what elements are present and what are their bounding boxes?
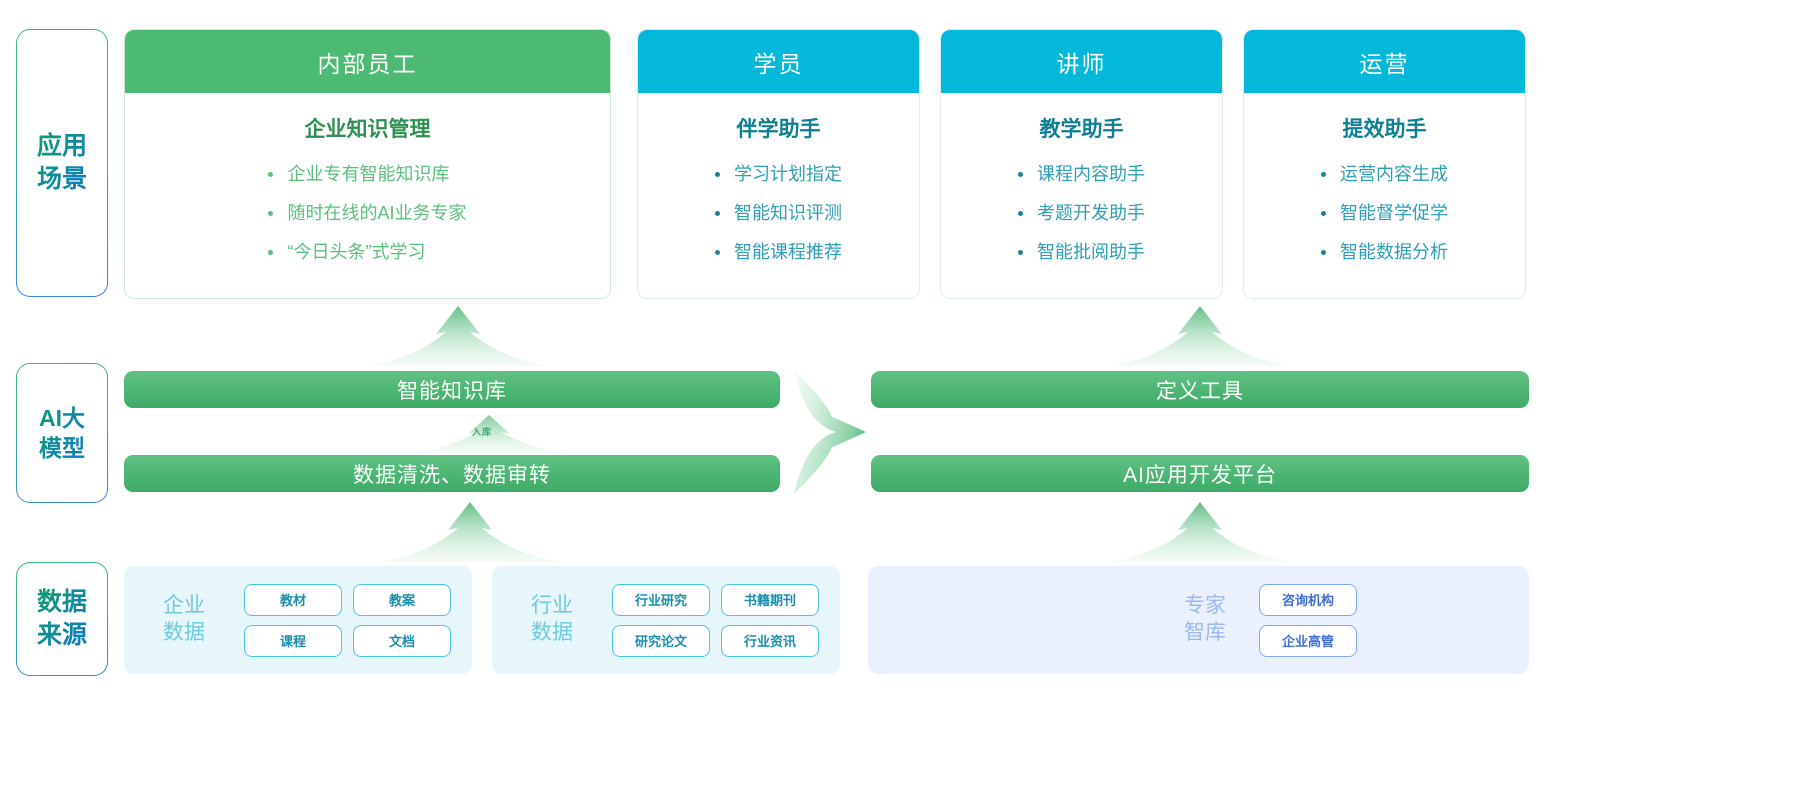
pipeline-bar-define-tools[interactable]: 定义工具 bbox=[871, 371, 1529, 408]
arrow-ingest-label: 入库 bbox=[472, 427, 493, 437]
data-source-panel-enterprise: 企业 数据 教材 教案 课程 文档 bbox=[124, 566, 472, 674]
data-source-chip-group: 教材 教案 课程 文档 bbox=[244, 583, 451, 657]
data-source-chip-group: 咨询机构 企业高管 bbox=[1259, 583, 1357, 657]
bullet-dot-icon bbox=[268, 249, 274, 255]
scenario-card-bullet-list: 课程内容助手 考题开发助手 智能批阅助手 bbox=[1018, 164, 1145, 281]
bullet-dot-icon bbox=[1321, 211, 1326, 217]
data-chip[interactable]: 书籍期刊 bbox=[721, 583, 819, 616]
data-chip[interactable]: 教案 bbox=[353, 583, 451, 616]
list-item-label: 学习计划指定 bbox=[734, 164, 842, 184]
list-item: 考题开发助手 bbox=[1018, 202, 1145, 224]
scenario-card-bullet-list: 学习计划指定 智能知识评测 智能课程推荐 bbox=[715, 164, 842, 281]
scenario-card-internal-staff[interactable]: 内部员工 企业知识管理 企业专有智能知识库 随时在线的AI业务专家 “今日头条”… bbox=[124, 29, 611, 299]
list-item: 智能督学促学 bbox=[1321, 202, 1448, 224]
bullet-dot-icon bbox=[715, 172, 720, 178]
data-source-panel-industry: 行业 数据 行业研究 书籍期刊 研究论文 行业资讯 bbox=[492, 566, 840, 674]
data-chip[interactable]: 文档 bbox=[353, 624, 451, 657]
arrow-up-to-scenarios-right bbox=[1110, 306, 1290, 366]
scenario-card-header: 讲师 bbox=[941, 30, 1222, 93]
list-item: 智能知识评测 bbox=[715, 202, 842, 224]
data-source-panel-expert: 专家 智库 咨询机构 企业高管 bbox=[868, 566, 1529, 674]
list-item-label: 课程内容助手 bbox=[1037, 164, 1145, 184]
scenario-card-header: 内部员工 bbox=[125, 30, 610, 93]
data-source-group-label: 专家 智库 bbox=[1184, 594, 1226, 644]
list-item: 智能批阅助手 bbox=[1018, 241, 1145, 263]
list-item-label: “今日头条”式学习 bbox=[287, 241, 426, 262]
bullet-dot-icon bbox=[1018, 211, 1023, 217]
data-chip[interactable]: 研究论文 bbox=[612, 624, 710, 657]
bullet-dot-icon bbox=[1321, 172, 1326, 178]
list-item: 企业专有智能知识库 bbox=[268, 164, 466, 185]
bullet-dot-icon bbox=[715, 211, 720, 217]
scenario-card-operations[interactable]: 运营 提效助手 运营内容生成 智能督学促学 智能数据分析 bbox=[1243, 29, 1526, 299]
list-item-label: 智能督学促学 bbox=[1340, 202, 1448, 223]
data-source-chip-group: 行业研究 书籍期刊 研究论文 行业资讯 bbox=[612, 583, 819, 657]
scenario-card-title: 教学助手 bbox=[1039, 118, 1124, 141]
list-item-label: 智能课程推荐 bbox=[734, 241, 842, 262]
scenario-card-title: 企业知识管理 bbox=[304, 118, 431, 141]
list-item: 智能数据分析 bbox=[1321, 241, 1448, 263]
pipeline-bar-knowledge-base[interactable]: 智能知识库 bbox=[124, 371, 780, 408]
bullet-dot-icon bbox=[268, 211, 274, 217]
data-chip[interactable]: 教材 bbox=[244, 583, 342, 616]
bullet-dot-icon bbox=[268, 172, 274, 178]
scenario-card-header: 运营 bbox=[1244, 30, 1525, 93]
scenario-card-header: 学员 bbox=[638, 30, 919, 93]
list-item-label: 考题开发助手 bbox=[1037, 202, 1145, 223]
scenario-card-title: 伴学助手 bbox=[736, 118, 821, 141]
bullet-dot-icon bbox=[1018, 249, 1023, 255]
list-item: 运营内容生成 bbox=[1321, 164, 1448, 185]
list-item: 随时在线的AI业务专家 bbox=[268, 202, 467, 224]
list-item-label: 运营内容生成 bbox=[1340, 164, 1448, 184]
rail-application-scenario: 应用 场景 bbox=[16, 29, 108, 297]
data-chip[interactable]: 企业高管 bbox=[1259, 624, 1357, 657]
list-item: 课程内容助手 bbox=[1018, 164, 1145, 185]
scenario-card-bullet-list: 运营内容生成 智能督学促学 智能数据分析 bbox=[1321, 164, 1448, 281]
data-chip[interactable]: 课程 bbox=[244, 624, 342, 657]
data-source-group-label: 企业 数据 bbox=[163, 594, 205, 644]
list-item-label: 智能数据分析 bbox=[1340, 241, 1448, 262]
data-chip[interactable]: 咨询机构 bbox=[1259, 583, 1357, 616]
list-item-label: 智能知识评测 bbox=[734, 202, 842, 223]
scenario-card-title: 提效助手 bbox=[1342, 118, 1427, 141]
list-item-label: 智能批阅助手 bbox=[1037, 241, 1145, 262]
scenario-card-instructor[interactable]: 讲师 教学助手 课程内容助手 考题开发助手 智能批阅助手 bbox=[940, 29, 1223, 299]
bullet-dot-icon bbox=[1321, 249, 1326, 255]
data-source-group-label: 行业 数据 bbox=[531, 594, 573, 644]
rail-application-scenario-label: 应用 场景 bbox=[37, 130, 87, 196]
list-item: “今日头条”式学习 bbox=[268, 241, 466, 263]
list-item: 学习计划指定 bbox=[715, 164, 842, 185]
data-chip[interactable]: 行业研究 bbox=[612, 583, 710, 616]
scenario-card-bullet-list: 企业专有智能知识库 随时在线的AI业务专家 “今日头条”式学习 bbox=[268, 164, 467, 281]
rail-data-source-label: 数据 来源 bbox=[37, 586, 87, 652]
bullet-dot-icon bbox=[715, 249, 720, 255]
arrow-right-connector bbox=[794, 370, 866, 494]
data-chip[interactable]: 行业资讯 bbox=[721, 624, 819, 657]
bullet-dot-icon bbox=[1018, 172, 1023, 178]
pipeline-bar-data-cleaning[interactable]: 数据清洗、数据审转 bbox=[124, 455, 780, 492]
rail-data-source: 数据 来源 bbox=[16, 562, 108, 676]
rail-ai-model: AI大 模型 bbox=[16, 363, 108, 503]
arrow-up-from-enterprise-data bbox=[380, 502, 560, 562]
list-item-label: 随时在线的AI业务专家 bbox=[287, 202, 467, 223]
arrow-up-from-industry-data bbox=[1110, 502, 1290, 562]
arrow-up-to-scenarios-left bbox=[368, 306, 548, 366]
list-item: 智能课程推荐 bbox=[715, 241, 842, 263]
list-item-label: 企业专有智能知识库 bbox=[287, 164, 450, 184]
scenario-card-student[interactable]: 学员 伴学助手 学习计划指定 智能知识评测 智能课程推荐 bbox=[637, 29, 920, 299]
rail-ai-model-label: AI大 模型 bbox=[39, 403, 85, 464]
pipeline-bar-ai-app-platform[interactable]: AI应用开发平台 bbox=[871, 455, 1529, 492]
